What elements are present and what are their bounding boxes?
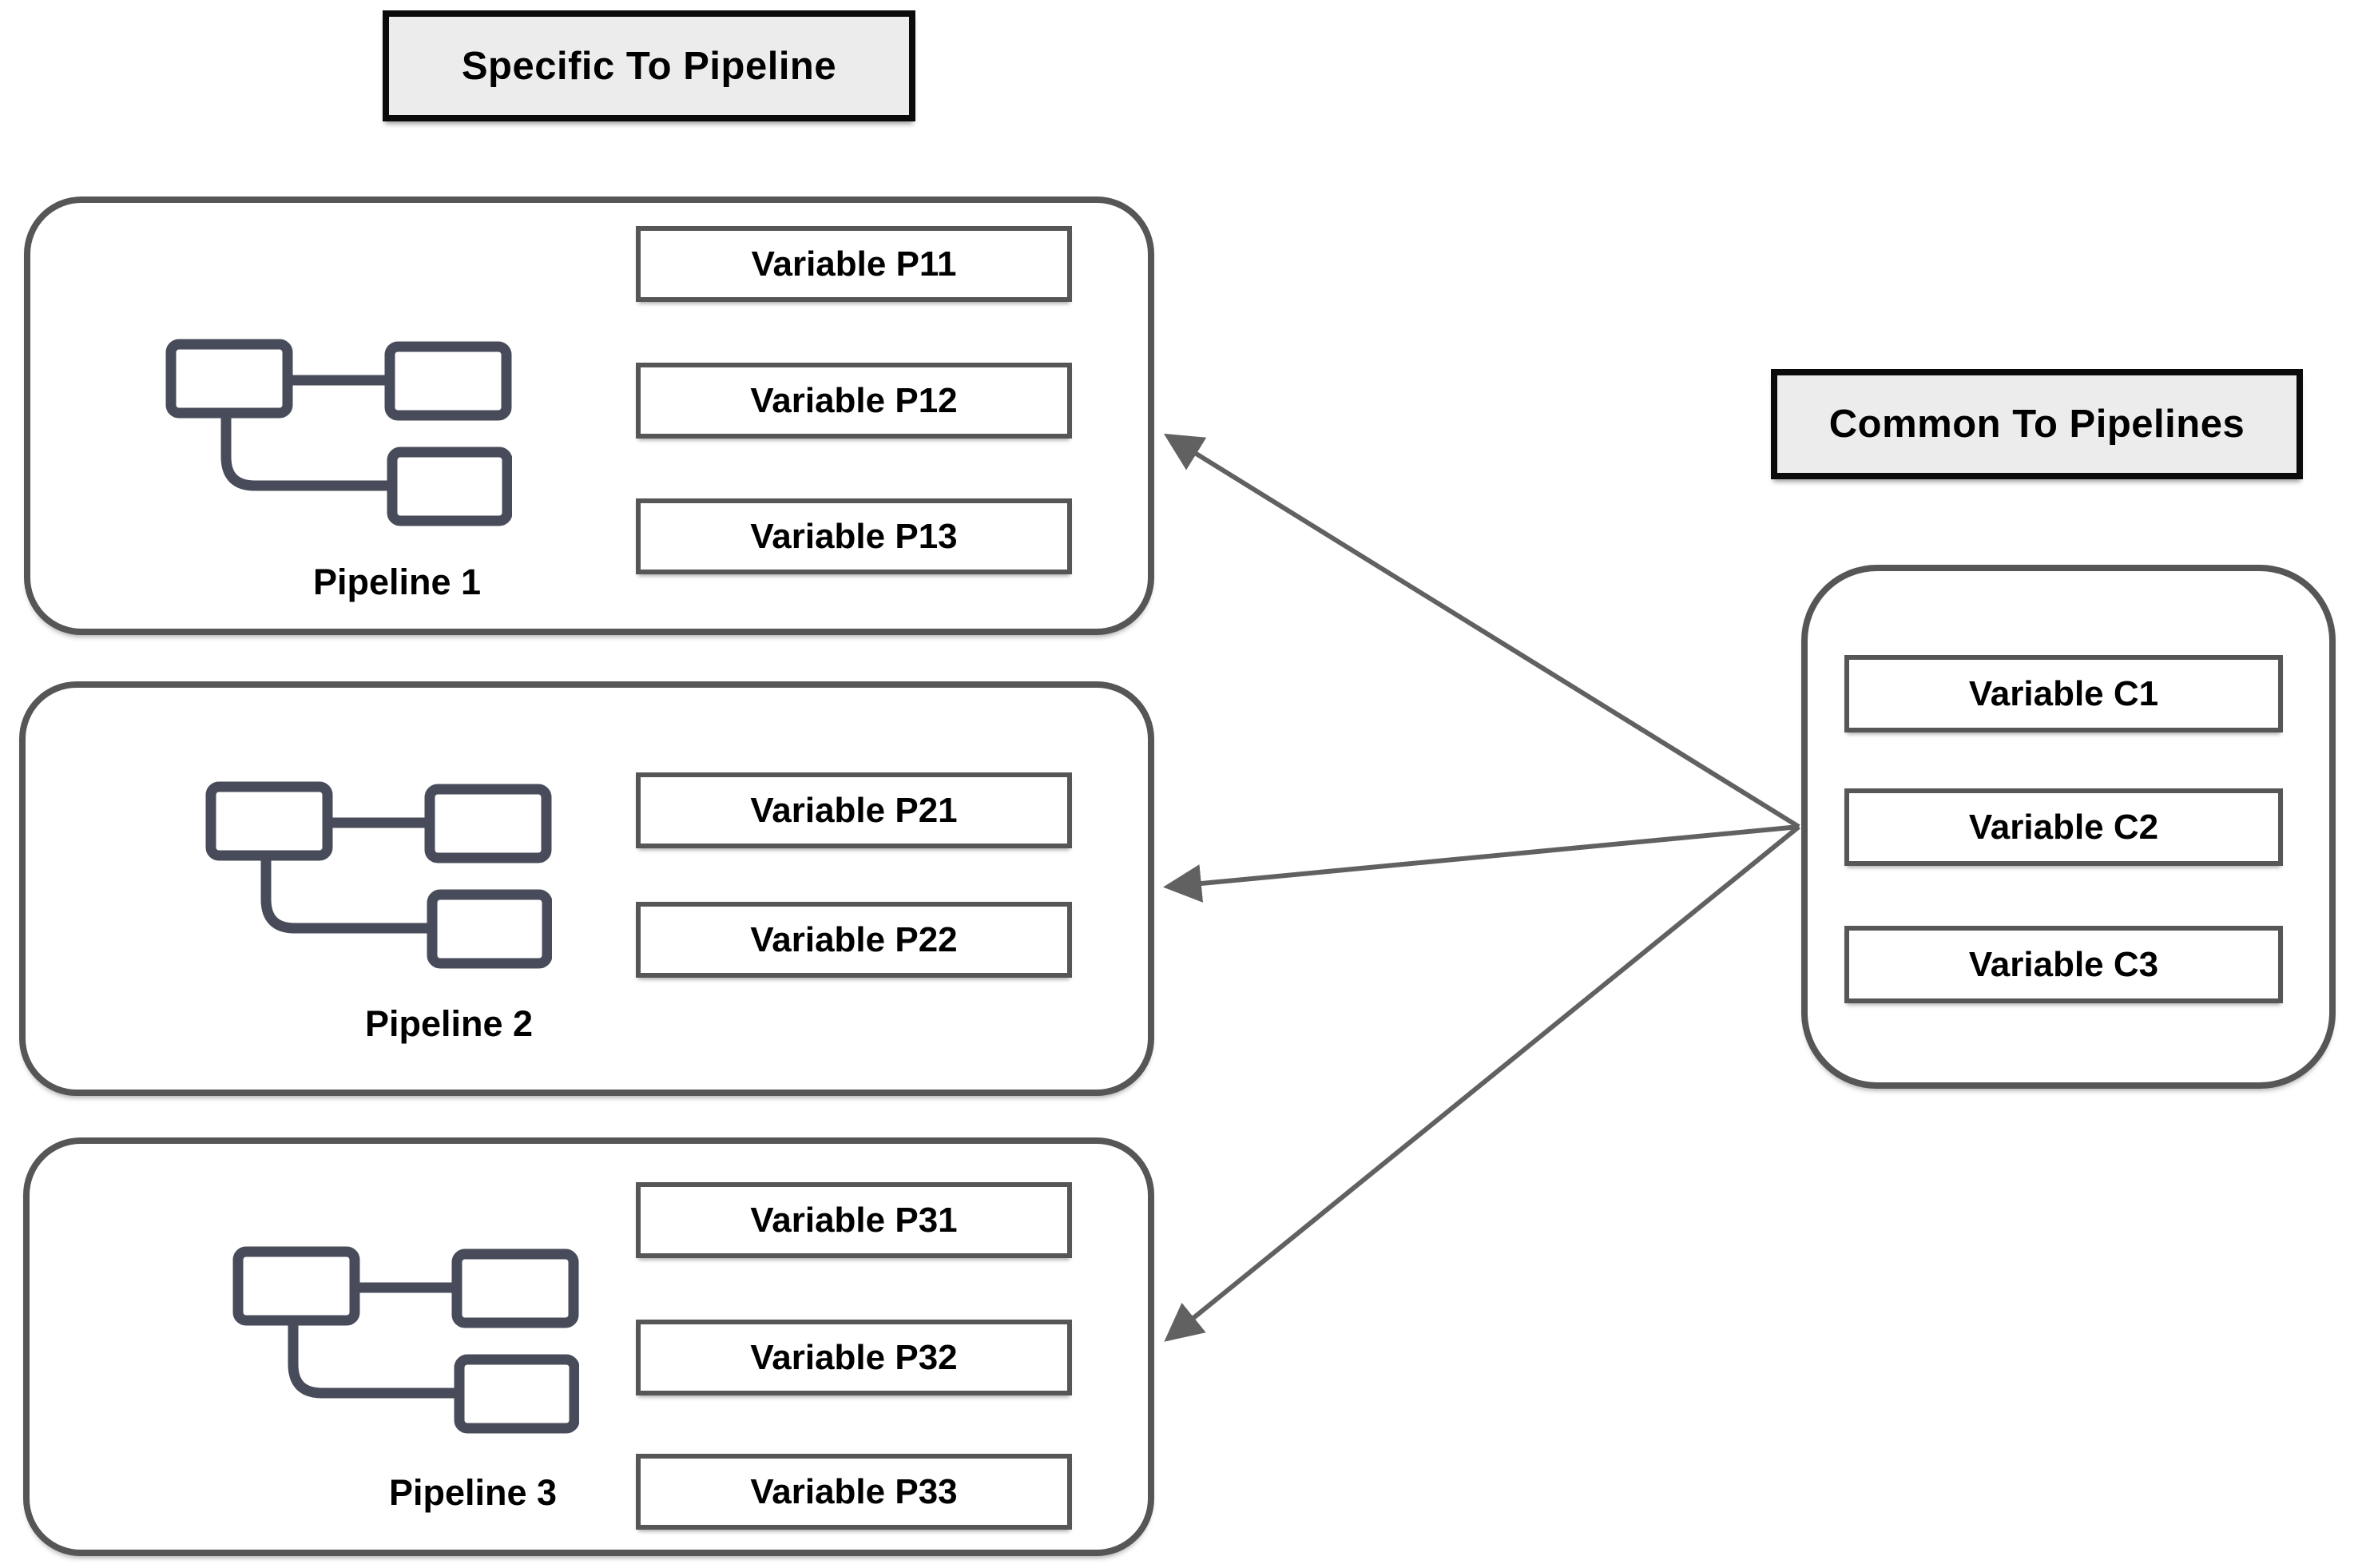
variable-box-p33: Variable P33 xyxy=(636,1454,1072,1530)
specific-to-pipeline-tag: Specific To Pipeline xyxy=(383,10,915,121)
arrow-common-to-pipeline3 xyxy=(1164,824,1800,1342)
variable-box-c1: Variable C1 xyxy=(1844,655,2283,732)
variable-box-p21: Variable P21 xyxy=(636,772,1072,848)
pipeline2-container xyxy=(19,681,1154,1096)
arrow-common-to-pipeline1 xyxy=(1163,433,1800,829)
variable-box-c3: Variable C3 xyxy=(1844,926,2283,1003)
variable-box-p12: Variable P12 xyxy=(636,363,1072,439)
common-to-pipelines-tag: Common To Pipelines xyxy=(1771,369,2303,479)
arrow-common-to-pipeline2 xyxy=(1163,824,1800,903)
variable-box-p11: Variable P11 xyxy=(636,226,1072,302)
variable-box-c2: Variable C2 xyxy=(1844,788,2283,866)
pipeline2-flowchart-icon xyxy=(205,781,552,969)
pipeline3-flowchart-icon xyxy=(232,1246,579,1434)
pipeline2-label: Pipeline 2 xyxy=(364,1003,534,1044)
variable-box-p31: Variable P31 xyxy=(636,1182,1072,1258)
variable-box-p22: Variable P22 xyxy=(636,902,1072,978)
pipeline1-flowchart-icon xyxy=(165,339,512,526)
variable-box-p13: Variable P13 xyxy=(636,498,1072,574)
pipeline3-label: Pipeline 3 xyxy=(388,1472,558,1513)
pipeline1-label: Pipeline 1 xyxy=(312,562,482,602)
variable-box-p32: Variable P32 xyxy=(636,1320,1072,1395)
